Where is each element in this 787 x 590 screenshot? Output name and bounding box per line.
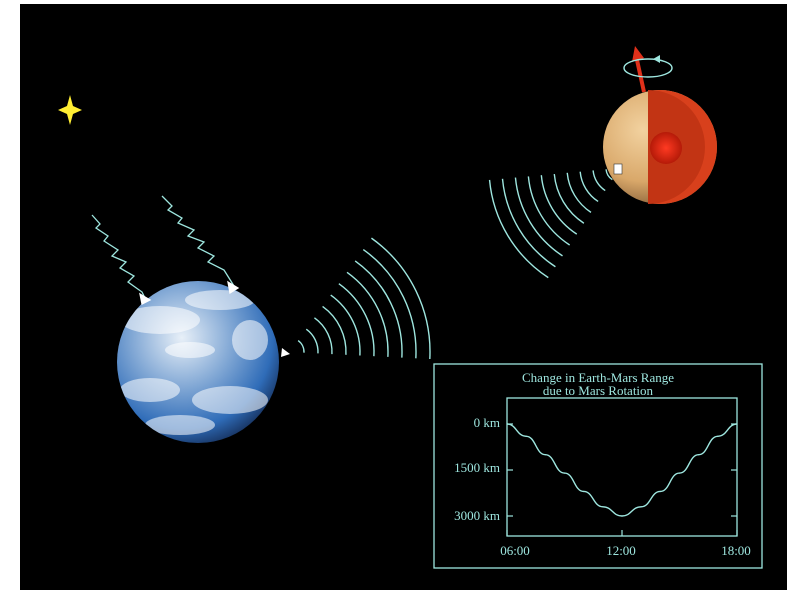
earth-icon <box>117 281 279 443</box>
wave-arc <box>540 175 578 235</box>
x-tick-label: 12:00 <box>606 543 636 558</box>
chart-subtitle: due to Mars Rotation <box>542 383 654 398</box>
data-point <box>621 515 623 517</box>
y-tick-label: 3000 km <box>454 508 500 523</box>
wave-arc <box>354 260 403 358</box>
x-tick-label: 06:00 <box>500 543 530 558</box>
wave-arc <box>305 328 319 354</box>
wave-arc <box>579 171 599 203</box>
wave-arc <box>501 178 556 268</box>
data-point <box>583 490 585 493</box>
data-point <box>525 435 527 437</box>
wave-arc <box>566 172 592 213</box>
data-point <box>563 472 566 474</box>
wave-arc <box>488 179 549 279</box>
data-point <box>544 454 546 456</box>
wave-arc <box>346 271 389 357</box>
wave-arc <box>314 317 333 355</box>
data-point <box>698 454 700 456</box>
data-point <box>736 423 738 425</box>
chart-series-line <box>506 423 738 517</box>
wave-arc <box>322 305 347 355</box>
data-point <box>602 506 604 508</box>
radio-waves <box>297 169 613 360</box>
wave-arc <box>371 237 431 360</box>
chart-title: Change in Earth-Mars Range <box>522 370 674 385</box>
star-icon <box>58 95 82 125</box>
y-tick-label: 1500 km <box>454 460 500 475</box>
wave-arc <box>514 177 563 257</box>
chart-panel <box>433 363 763 569</box>
wave-arc <box>553 173 585 224</box>
data-point <box>678 472 681 474</box>
data-point <box>506 423 508 425</box>
rotation-arrow-icon <box>623 46 673 93</box>
wave-arc <box>362 248 417 359</box>
wave-arc <box>338 283 375 357</box>
incoming-signal-2 <box>161 195 240 295</box>
x-tick-label: 18:00 <box>721 543 751 558</box>
wave-arc <box>592 170 606 192</box>
data-point <box>659 490 661 493</box>
wave-arc <box>605 169 613 181</box>
wave-arc <box>297 340 305 353</box>
wave-arc <box>330 294 361 356</box>
data-point <box>640 506 642 508</box>
mars-icon <box>603 90 717 204</box>
y-tick-label: 0 km <box>473 415 500 430</box>
incoming-signal-1 <box>91 214 152 305</box>
wave-arc <box>527 176 571 246</box>
data-point <box>717 435 719 437</box>
antenna-marker <box>281 348 290 357</box>
